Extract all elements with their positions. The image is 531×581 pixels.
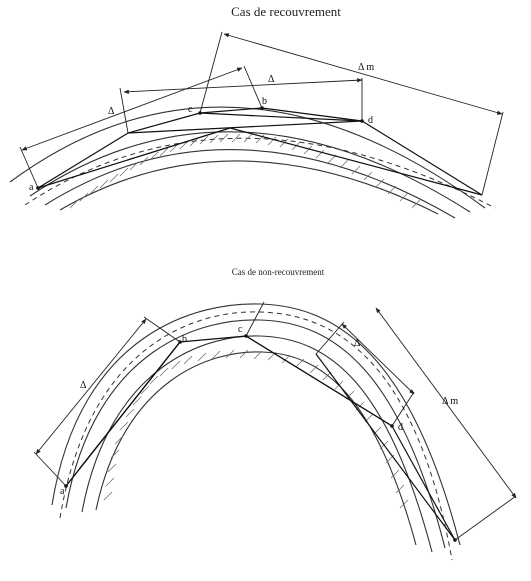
- bottom-offset-mid: [315, 321, 345, 355]
- bottom-offset-c: [245, 301, 265, 337]
- top-point-c-marker: [198, 111, 202, 115]
- bottom-offset-a: [33, 451, 67, 487]
- top-point-b-marker: [260, 106, 264, 110]
- bottom-chord-b-inner: [79, 341, 181, 469]
- bottom-point-d-label: d: [398, 422, 403, 433]
- overlap-case-figure: Cas de recouvrement: [9, 4, 504, 219]
- bottom-offset-b: [143, 316, 181, 343]
- top-embankment-hatching: [69, 133, 421, 209]
- top-chord-c-d: [199, 112, 363, 122]
- bottom-point-b-marker: [178, 340, 182, 344]
- bottom-offset-end: [454, 495, 517, 541]
- bottom-chord-c-d: [245, 335, 393, 427]
- top-delta-dimension-left: [21, 67, 243, 151]
- bottom-road-middle-edge: [65, 319, 446, 549]
- top-road-outer-edge: [9, 106, 486, 209]
- top-chord-curve-to-end: [229, 127, 483, 196]
- top-delta-dimension-right: [123, 78, 363, 94]
- top-vehicle-trajectory: [24, 137, 496, 209]
- top-offset-c: [199, 31, 223, 114]
- bottom-point-b-label: b: [182, 334, 187, 345]
- bottom-delta-m-dimension: [375, 307, 517, 499]
- bottom-point-end-marker: [453, 538, 457, 542]
- top-delta-label-right: Δ: [268, 74, 275, 85]
- bottom-embankment-hatching: [103, 349, 409, 509]
- non-overlap-case-figure: Cas de non-recouvrement: [33, 267, 517, 561]
- top-offset-a: [19, 146, 39, 189]
- top-point-a-label: a: [29, 182, 34, 193]
- bottom-delta-dimension-left: [35, 318, 147, 455]
- bottom-chord-to-end: [315, 353, 456, 541]
- top-offset-end: [481, 111, 504, 196]
- top-chord-a-to-curve: [37, 127, 231, 189]
- bottom-chord-path: [65, 335, 456, 541]
- bottom-shoulder-edge: [95, 351, 417, 546]
- bottom-delta-label-right: Δ: [354, 338, 361, 349]
- top-road-middle-edge: [29, 131, 471, 213]
- top-delta-m-dimension: [223, 33, 503, 115]
- top-delta-m-label: Δ m: [358, 62, 374, 73]
- overlap-case-title: Cas de recouvrement: [231, 4, 341, 19]
- top-point-a-marker: [36, 186, 40, 190]
- bottom-delta-label-left: Δ: [80, 380, 87, 391]
- top-chord-path: [37, 107, 483, 196]
- top-road-inner-edge: [44, 149, 456, 219]
- top-point-d-marker: [360, 119, 364, 123]
- bottom-vehicle-trajectory: [59, 311, 453, 561]
- top-point-c-label: c: [188, 104, 193, 115]
- bottom-delta-m-label: Δ m: [442, 396, 458, 407]
- top-offset-b: [243, 65, 263, 109]
- top-shoulder-edge: [59, 160, 439, 215]
- bottom-point-c-marker: [244, 334, 248, 338]
- bottom-point-d-marker: [390, 424, 394, 428]
- non-overlap-case-title: Cas de non-recouvrement: [232, 267, 325, 277]
- bottom-point-c-label: c: [238, 324, 243, 335]
- top-delta-label-left: Δ: [108, 106, 115, 117]
- top-point-d-label: d: [368, 115, 373, 126]
- bottom-point-a-marker: [64, 484, 68, 488]
- bottom-delta-dimension-right: [341, 323, 415, 395]
- bottom-point-a-label: a: [60, 486, 65, 497]
- top-point-b-label: b: [262, 96, 267, 107]
